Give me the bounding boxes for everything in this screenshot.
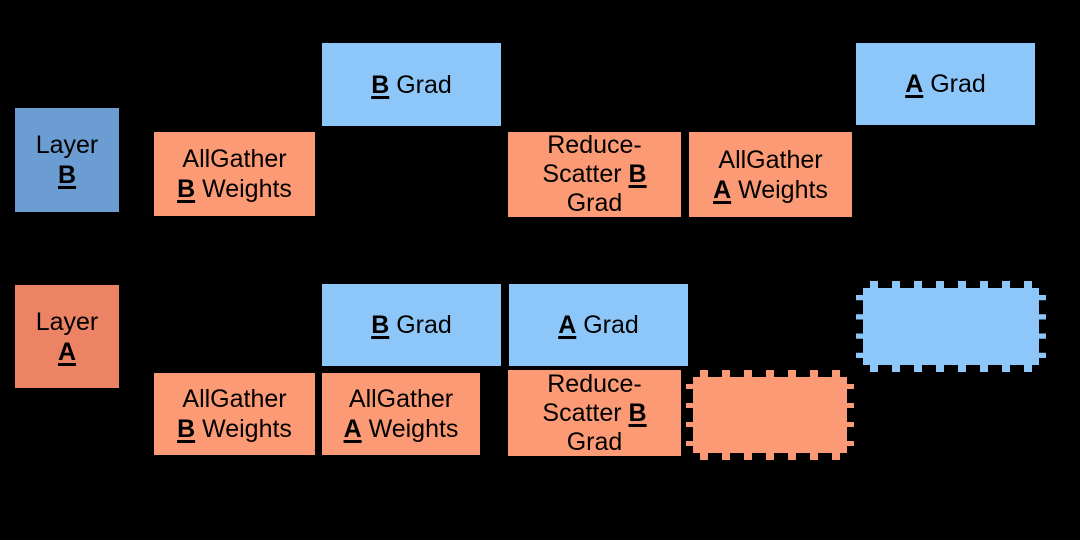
b-grad-box-top: B Grad: [320, 41, 503, 128]
box-label-line: Reduce-: [547, 369, 642, 398]
a-grad-box-bottom: A Grad: [507, 282, 690, 368]
dashed-orange-placeholder-box: [686, 370, 854, 460]
box-label-line: AllGather: [348, 385, 454, 413]
box-label-line: Reduce-: [547, 131, 642, 159]
box-label-line: B Weights: [177, 415, 292, 443]
box-label-line: B: [57, 161, 77, 189]
box-label-line: Layer: [35, 131, 99, 159]
box-label-line: Layer: [35, 307, 99, 336]
box-label-line: A Grad: [905, 70, 986, 98]
box-label-line: AllGather: [182, 385, 287, 413]
box-label-line: A: [57, 337, 77, 366]
box-label-line: B Weights: [177, 175, 292, 203]
dashed-blue-placeholder-box: [856, 281, 1046, 372]
box-label-line: Scatter B: [542, 160, 647, 188]
box-label-line: B Grad: [371, 311, 452, 339]
box-label-line: Grad: [566, 189, 623, 217]
a-grad-box-top: A Grad: [854, 41, 1037, 127]
box-label-line: B Grad: [371, 70, 452, 99]
b-grad-box-bottom: B Grad: [320, 282, 503, 368]
box-label-line: A Weights: [713, 175, 828, 204]
box-label-line: A Weights: [343, 415, 459, 443]
box-label-line: Scatter B: [542, 398, 647, 427]
box-label-line: AllGather: [718, 145, 823, 174]
box-label-line: A Grad: [558, 311, 639, 339]
box-label-line: AllGather: [182, 145, 287, 173]
box-label-line: Grad: [566, 427, 623, 456]
